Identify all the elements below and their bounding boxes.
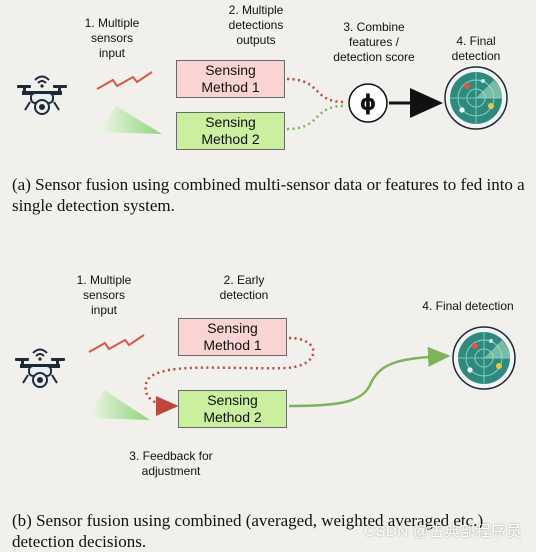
step2-label-b: 2. Early detection	[219, 273, 269, 302]
step3-label-a: 3. Combine features / detection score	[333, 20, 415, 64]
step2-label-a: 2. Multiple detections outputs	[228, 3, 284, 47]
step4-label-a: 4. Final detection	[451, 34, 501, 63]
camera-beam-icon	[100, 106, 162, 134]
radar-scope-icon-b	[452, 326, 516, 390]
step4-label-b: 4. Final detection	[422, 299, 514, 313]
red-dotted-connector	[286, 77, 345, 104]
step1-label-b: 1. Multiple sensors input	[76, 273, 132, 317]
sensing-method-1-box-a: Sensing Method 1	[176, 60, 285, 98]
watermark: CSDN @古典部程序员	[364, 523, 522, 540]
drone-icon	[16, 75, 68, 115]
step3-label-b: 3. Feedback for adjustment	[129, 449, 213, 478]
green-output-arrow	[288, 346, 451, 408]
drone-icon-b	[14, 348, 66, 388]
sensing-method-2-box-a: Sensing Method 2	[176, 112, 285, 150]
sensing-method-2-box-b: Sensing Method 2	[178, 390, 287, 428]
caption-b: (b) Sensor fusion using combined (averag…	[12, 511, 484, 551]
caption-a: (a) Sensor fusion using combined multi-s…	[12, 175, 525, 215]
radar-scope-icon	[444, 66, 508, 130]
camera-beam-icon-b	[88, 390, 150, 420]
step1-label-a: 1. Multiple sensors input	[84, 16, 140, 60]
sensing-method-1-box-b: Sensing Method 1	[178, 318, 287, 356]
fusion-node-icon	[348, 83, 388, 123]
radar-signal-icon-b	[88, 334, 145, 353]
radar-signal-icon	[96, 71, 153, 90]
green-dotted-connector	[286, 104, 345, 131]
fusion-phi-symbol: ϕ	[359, 91, 377, 115]
